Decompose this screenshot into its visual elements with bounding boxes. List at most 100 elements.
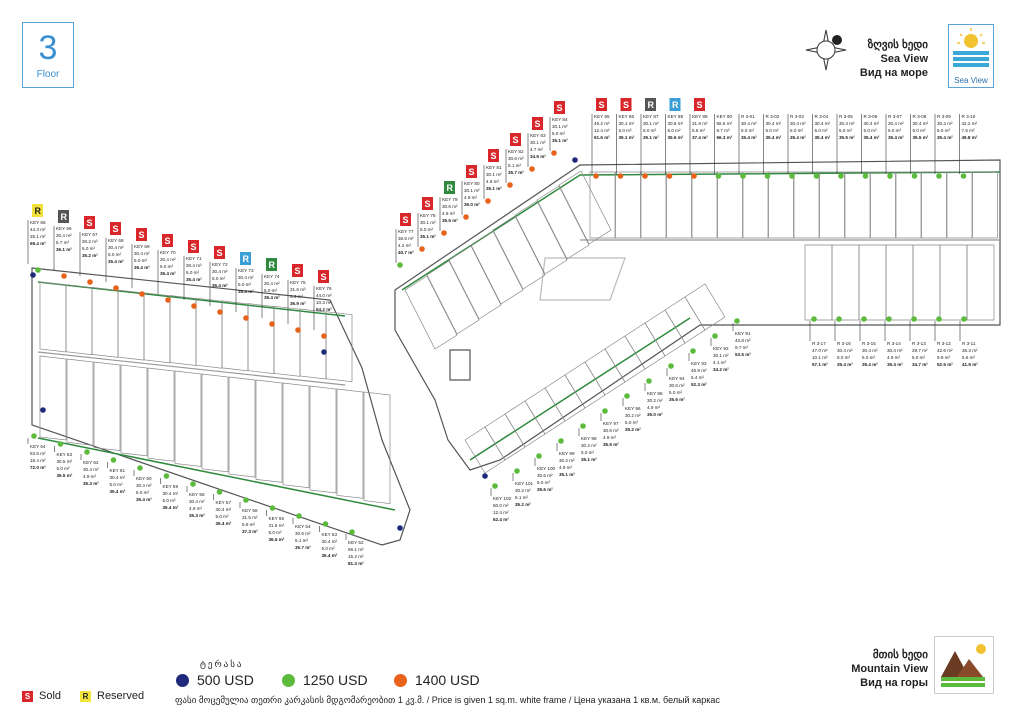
sold-badge-icon: S bbox=[22, 690, 33, 702]
unit-key: R 3-17 bbox=[812, 341, 826, 346]
unit-key: R 3-16 bbox=[837, 341, 851, 346]
unit-key: R 3-10 bbox=[962, 114, 976, 119]
unit-cell bbox=[717, 171, 743, 239]
unit-cell bbox=[858, 244, 887, 321]
unit-cell bbox=[640, 171, 667, 239]
unit-cell bbox=[404, 275, 458, 350]
unit-terrace: 5.3 m² bbox=[290, 294, 303, 299]
unit-key: KEY 71 bbox=[186, 256, 202, 261]
unit-area: 30.6 m² bbox=[508, 156, 524, 161]
unit-area: 30.4 m² bbox=[888, 121, 904, 126]
unit-key: R 3-07 bbox=[888, 114, 902, 119]
terrace-dot bbox=[836, 316, 842, 322]
terrace-dot bbox=[322, 521, 329, 527]
unit-terrace: 4.9 m² bbox=[486, 179, 499, 184]
sold-badge-icon bbox=[466, 165, 477, 178]
unit-key: R 3-05 bbox=[839, 114, 853, 119]
unit-key: KEY 62 bbox=[83, 460, 99, 465]
unit-key: KEY 52 bbox=[348, 540, 364, 545]
unit-cell bbox=[221, 300, 249, 372]
unit-terrace: 5.0 m² bbox=[837, 355, 850, 360]
mountain-view-label: მთის ხედი Mountain View Вид на горы bbox=[851, 648, 928, 690]
unit-cell bbox=[589, 171, 616, 239]
terrace-dot bbox=[572, 157, 578, 163]
status-badge-letter: S bbox=[469, 167, 475, 177]
unit-total: 35.4 m² bbox=[837, 362, 853, 367]
terrace-dot bbox=[113, 285, 119, 291]
unit-key: KEY 84 bbox=[552, 117, 568, 122]
terrace-dot bbox=[911, 173, 918, 179]
price-dot-icon bbox=[394, 673, 407, 687]
unit-terrace: 5.0 m² bbox=[238, 282, 251, 287]
